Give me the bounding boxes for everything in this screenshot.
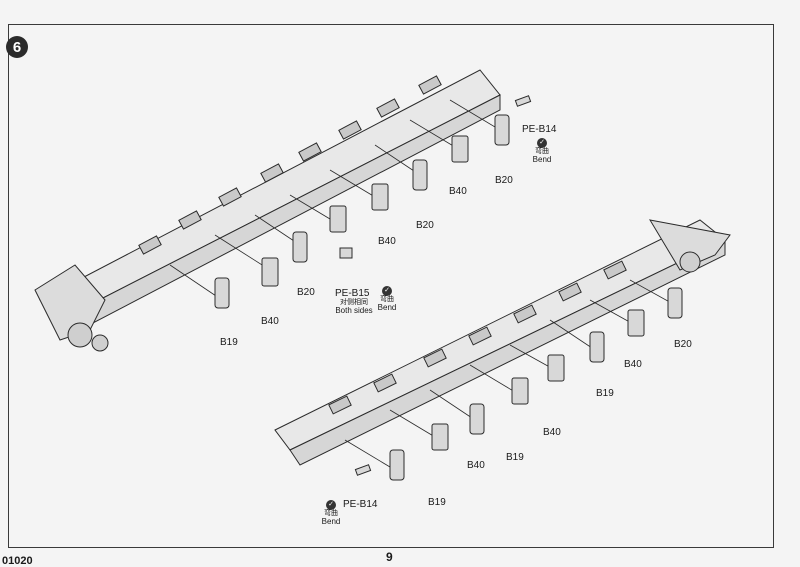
label-b40-6: B40 <box>467 460 485 471</box>
part-b40-lower-3 <box>547 354 565 382</box>
upper-parts <box>214 95 532 309</box>
lower-frame-brackets <box>328 260 627 415</box>
check-icon: ✓ <box>382 286 392 296</box>
check-icon: ✓ <box>537 138 547 148</box>
part-b40-lower-1 <box>431 423 449 451</box>
part-b20-upper-2 <box>412 159 428 191</box>
part-b40-upper-1 <box>261 257 279 287</box>
lower-parts <box>354 287 683 481</box>
part-b20-upper-3 <box>494 114 510 146</box>
label-b19-1: B19 <box>220 337 238 348</box>
pe-b14-plate-lower <box>354 464 372 476</box>
part-b40-lower-2 <box>511 377 529 405</box>
label-b40-3: B40 <box>261 316 279 327</box>
pe-b15-plate <box>339 247 353 259</box>
label-pe-b14-top: PE-B14 <box>522 124 557 135</box>
label-pe-b15: PE-B15 <box>335 288 370 299</box>
label-b20-4: B20 <box>674 339 692 350</box>
upper-frame-rail-bottom <box>59 94 501 336</box>
lower-frame-rear <box>648 219 731 271</box>
label-b40-2: B40 <box>378 236 396 247</box>
part-b19-lower-2 <box>469 403 485 435</box>
part-b19-lower-3 <box>589 331 605 363</box>
part-b40-upper-2 <box>329 205 347 233</box>
part-b19-upper <box>214 277 230 309</box>
label-b20-1: B20 <box>495 175 513 186</box>
bend-note-middle: ✓ 弯曲 Bend <box>377 286 397 312</box>
bend-note-bottom: ✓ 弯曲 Bend <box>321 500 341 526</box>
label-b40-4: B40 <box>624 359 642 370</box>
lower-idler <box>679 251 701 273</box>
part-b40-lower-4 <box>627 309 645 337</box>
part-b20-upper-1 <box>292 231 308 263</box>
page-number: 9 <box>386 550 393 564</box>
part-b19-lower-1 <box>389 449 405 481</box>
check-icon: ✓ <box>326 500 336 510</box>
part-b40-upper-3 <box>371 183 389 211</box>
product-code: 01020 <box>2 555 33 567</box>
label-b19-4: B19 <box>428 497 446 508</box>
label-b40-5: B40 <box>543 427 561 438</box>
label-b40-1: B40 <box>449 186 467 197</box>
part-b20-lower <box>667 287 683 319</box>
page-frame <box>8 24 774 548</box>
part-b40-upper-4 <box>451 135 469 163</box>
upper-frame-brackets <box>138 75 442 255</box>
bend-note-top: ✓ 弯曲 Bend <box>532 138 552 164</box>
label-b19-2: B19 <box>596 388 614 399</box>
pe-b14-plate-upper <box>514 95 532 107</box>
upper-sprocket <box>67 322 93 348</box>
label-b20-2: B20 <box>416 220 434 231</box>
label-b20-3: B20 <box>297 287 315 298</box>
label-pe-b14-bottom: PE-B14 <box>343 499 378 510</box>
label-b19-3: B19 <box>506 452 524 463</box>
lower-frame-rail-bottom <box>289 239 726 466</box>
upper-frame-front <box>34 264 106 341</box>
both-sides-note: 对侧相同 Both sides <box>335 299 373 315</box>
step-number-badge: 6 <box>6 36 28 58</box>
